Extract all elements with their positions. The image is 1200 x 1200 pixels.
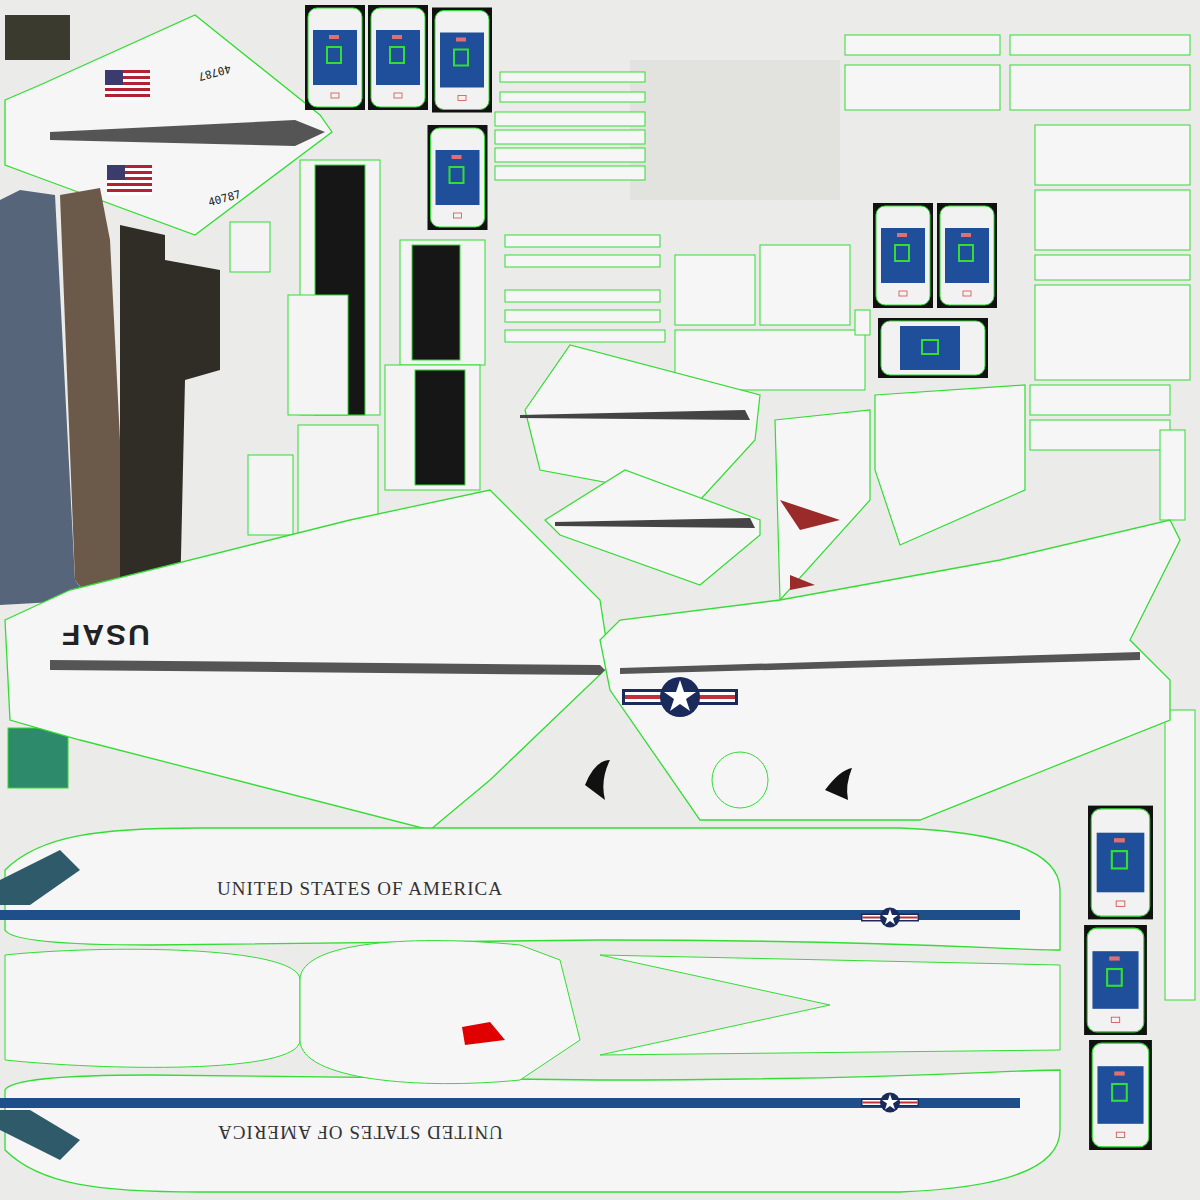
engine-grids — [400, 240, 485, 365]
fuselage — [5, 1070, 1060, 1192]
strip-islands — [1030, 385, 1170, 415]
engine-grids — [230, 160, 485, 535]
strip-islands — [505, 310, 660, 322]
cockpit-panels — [1084, 925, 1147, 1035]
engine-grids — [415, 370, 465, 485]
wings — [825, 768, 852, 800]
cockpit-panels — [368, 5, 428, 110]
cockpit-panels — [937, 203, 997, 308]
wings — [620, 652, 1140, 674]
strip-islands — [495, 130, 645, 144]
fuselage — [462, 1022, 505, 1045]
background — [5, 15, 70, 60]
strip-islands — [505, 255, 660, 267]
strip-islands — [500, 92, 645, 102]
strip-islands — [845, 65, 1000, 110]
engine-grids — [230, 222, 270, 272]
strip-islands — [675, 255, 755, 325]
cockpit-panels — [1089, 1040, 1152, 1150]
fuselage — [5, 828, 1060, 950]
strip-islands — [495, 166, 645, 180]
strip-islands — [495, 112, 645, 126]
fuselage — [0, 828, 1060, 1192]
fuselage — [0, 1110, 80, 1160]
strip-islands — [1010, 35, 1190, 55]
wings — [5, 490, 610, 830]
stabilizers — [520, 345, 1025, 600]
fuselage — [861, 908, 919, 928]
fuselage — [0, 850, 80, 905]
wing-marking: USAF — [60, 620, 150, 650]
strip-islands — [500, 72, 645, 82]
wings — [50, 660, 605, 675]
fuselage-title: UNITED STATES OF AMERICA — [217, 1123, 503, 1142]
cockpit-panels — [305, 5, 365, 110]
wings — [585, 760, 610, 800]
stabilizers — [555, 518, 755, 528]
engine-grids — [385, 365, 480, 490]
tire-textures — [60, 188, 128, 605]
cockpit-panels — [881, 321, 985, 375]
strip-islands — [1035, 285, 1190, 380]
fuselage — [300, 941, 580, 1084]
wings — [622, 677, 738, 717]
strip-islands — [845, 35, 1000, 55]
strip-islands — [8, 728, 68, 788]
fuselage — [600, 955, 1060, 1055]
strip-islands — [1010, 65, 1190, 110]
strip-islands — [505, 330, 665, 342]
strip-islands — [505, 235, 660, 247]
strip-islands — [855, 310, 870, 335]
tail-fin — [107, 165, 152, 195]
strip-islands — [1160, 430, 1185, 520]
wings — [712, 752, 768, 808]
cockpit-panels — [432, 8, 492, 113]
fuselage-title: UNITED STATES OF AMERICA — [217, 879, 503, 898]
cockpit-panels — [873, 203, 933, 308]
cockpit-panels — [878, 318, 988, 378]
background — [630, 60, 840, 200]
cockpit-panels — [1088, 806, 1153, 920]
stabilizers — [790, 575, 815, 590]
wings — [600, 520, 1180, 820]
strip-islands — [1035, 190, 1190, 250]
tire-textures — [0, 188, 220, 605]
stabilizers — [780, 500, 840, 530]
stabilizers — [545, 470, 760, 585]
engine-grids — [412, 245, 460, 360]
strip-islands — [1035, 255, 1190, 280]
wings — [5, 490, 1180, 830]
cockpit-panels — [428, 125, 488, 230]
tail-fin — [50, 120, 325, 146]
strip-islands — [1035, 125, 1190, 185]
stabilizers — [520, 410, 750, 420]
strip-islands — [1165, 710, 1195, 1000]
strip-islands — [505, 290, 660, 302]
tail-fin — [105, 70, 150, 100]
fuselage — [5, 949, 300, 1067]
engine-grids — [248, 455, 293, 535]
strip-islands — [1030, 420, 1170, 450]
engine-grids — [288, 295, 348, 415]
stabilizers — [875, 385, 1025, 545]
stabilizers — [775, 410, 870, 600]
cockpit-panels — [878, 318, 988, 378]
cockpit-panels — [922, 340, 938, 354]
fuselage — [861, 1093, 919, 1113]
strip-islands — [495, 148, 645, 162]
strip-islands — [760, 245, 850, 325]
cockpit-panels — [900, 326, 960, 370]
tire-textures — [120, 225, 220, 600]
